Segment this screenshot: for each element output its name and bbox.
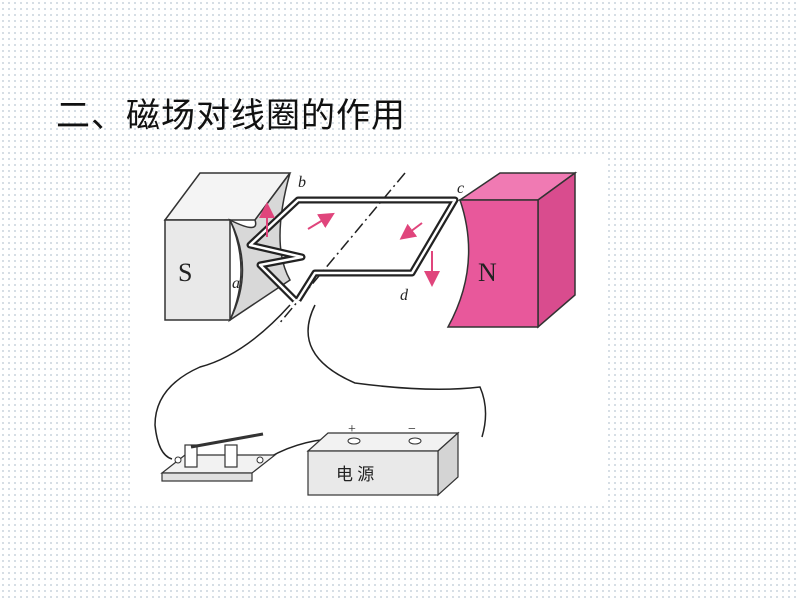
motor-diagram-svg: S N a b c d <box>154 171 578 497</box>
axis-line <box>277 172 406 326</box>
battery-plus: + <box>348 422 356 437</box>
magnet-n <box>446 171 578 329</box>
magnet-s-label: S <box>178 258 192 287</box>
switch <box>160 432 277 482</box>
slide-title: 二、磁场对线圈的作用 <box>56 96 406 136</box>
wire-right <box>307 304 487 438</box>
point-b-label: b <box>298 174 306 191</box>
point-a-label: a <box>232 275 240 292</box>
point-d-label: d <box>400 287 409 304</box>
battery-minus: − <box>408 422 416 437</box>
battery <box>306 431 460 497</box>
point-c-label: c <box>457 180 464 197</box>
motor-diagram: S N a b c d <box>130 155 608 505</box>
battery-label: 电 源 <box>336 465 374 484</box>
magnet-n-label: N <box>478 258 497 287</box>
coil <box>246 196 459 303</box>
wire-left <box>154 304 291 460</box>
current-arrow-c <box>399 222 423 240</box>
current-arrow-b <box>307 212 335 230</box>
